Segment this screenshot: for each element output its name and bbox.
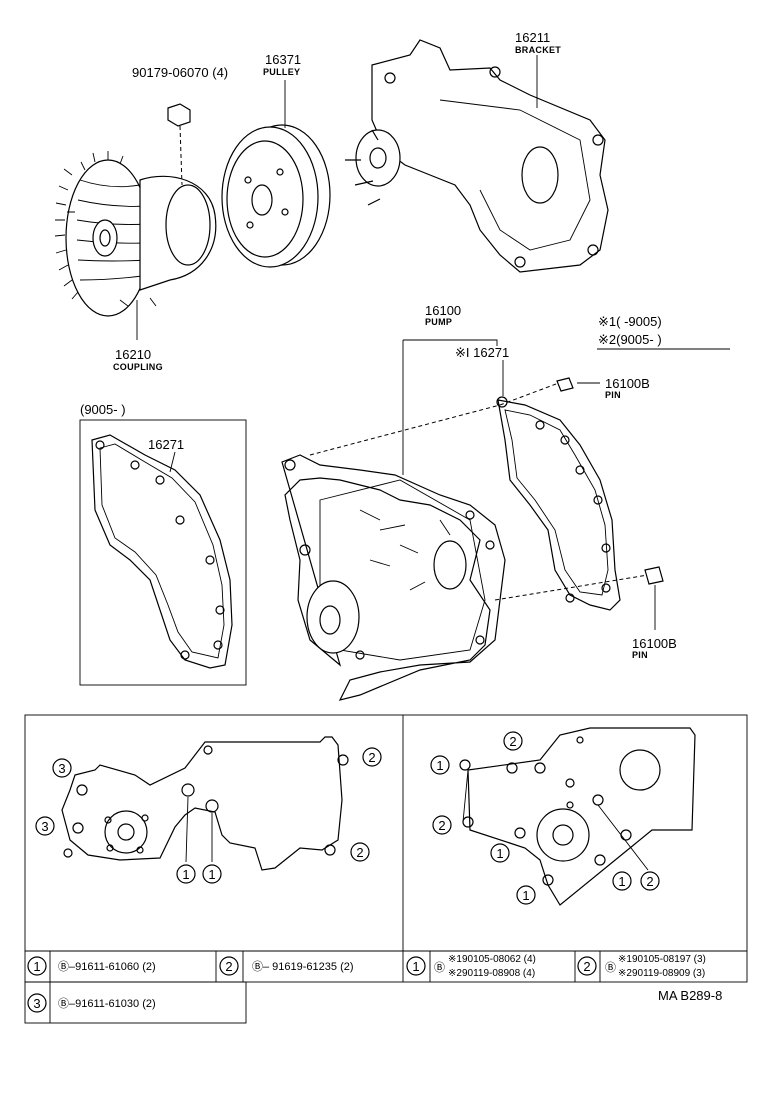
table-cell-1b-prefix: Ⓑ [434,961,445,974]
pump-name-label: PUMP [425,317,452,327]
callout-1-e: 1 [522,888,529,903]
callout-3-a: 3 [58,761,65,776]
inset-gasket-number-label: 16271 [148,437,184,452]
table-cell-2b-line2: ※290119-08909 (3) [618,968,705,979]
callout-1-a: 1 [182,867,189,882]
fastener-table: 1 Ⓑ–91611-61060 (2) 2 Ⓑ– 91619-61235 (2)… [24,950,748,1024]
table-cell-1b-line2: ※290119-08908 (4) [448,968,535,979]
callout-3-b: 3 [41,819,48,834]
left-panel-gasket [61,736,349,871]
gasket-marked-number-label: ※I 16271 [455,345,509,360]
callout-2-e: 2 [646,874,653,889]
pin-bottom-drawing [644,566,664,630]
table-key-1a: 1 [33,959,40,974]
right-panel-pump [459,727,696,906]
inset-box [79,419,247,686]
pulley-name-label: PULLEY [263,67,300,77]
pulley-drawing [221,80,331,268]
bracket-number-label: 16211 [515,30,550,45]
coupling-drawing [54,151,217,340]
pin-bottom-name-label: PIN [632,650,648,660]
footer-code: MA B289-8 [658,988,722,1003]
callout-2-d: 2 [438,818,445,833]
callout-1-d: 1 [496,846,503,861]
callout-2-a: 2 [368,750,375,765]
table-key-2a: 2 [225,959,232,974]
table-key-2b: 2 [583,959,590,974]
pump-number-label: 16100 [425,303,461,318]
bracket-drawing [345,39,609,273]
legend-line-1: ※1( -9005) [598,314,662,329]
callout-2-c: 2 [509,734,516,749]
coupling-name-label: COUPLING [113,362,163,372]
pin-top-number-label: 16100B [605,376,650,391]
gasket-drawing [309,360,649,611]
bolt-number-label: 90179-06070 (4) [132,65,228,80]
pin-top-drawing [556,377,600,392]
pin-bottom-number-label: 16100B [632,636,677,651]
pin-top-name-label: PIN [605,390,621,400]
pump-drawing [281,339,506,701]
callout-numbers: 3 3 2 2 1 1 1 2 2 1 1 1 2 [35,731,660,905]
table-cell-2b-line1: ※190105-08197 (3) [618,954,706,965]
callout-1-b: 1 [208,867,215,882]
table-cell-2b-prefix: Ⓑ [605,961,616,974]
table-cell-2a: Ⓑ– 91619-61235 (2) [252,960,354,973]
pulley-number-label: 16371 [265,52,301,67]
callout-2-b: 2 [356,845,363,860]
callout-1-c: 1 [436,758,443,773]
bracket-name-label: BRACKET [515,45,561,55]
table-cell-1b-line1: ※190105-08062 (4) [448,954,536,965]
table-cell-1a: Ⓑ–91611-61060 (2) [58,960,156,973]
callout-1-f: 1 [618,874,625,889]
table-key-1b: 1 [412,959,419,974]
bolt-drawing [167,103,191,186]
inset-range-label: (9005- ) [80,402,126,417]
table-key-3a: 3 [33,996,40,1011]
legend-line-2: ※2(9005- ) [598,332,662,347]
coupling-number-label: 16210 [115,347,151,362]
table-cell-3a: Ⓑ–91611-61030 (2) [58,997,156,1010]
